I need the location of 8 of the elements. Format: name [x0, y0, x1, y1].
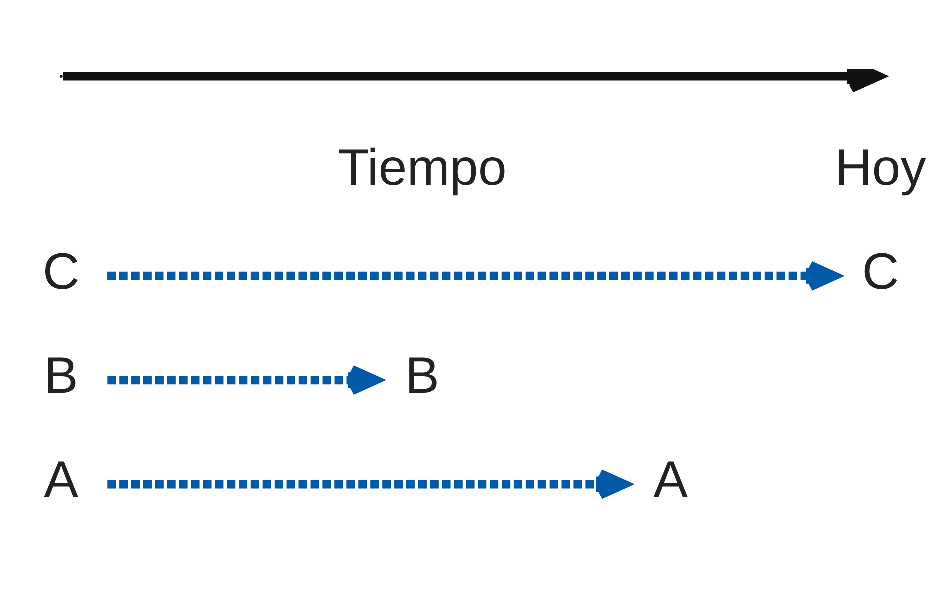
node-text: A — [44, 451, 78, 508]
node-text: C — [862, 242, 900, 300]
label: Tiempo — [338, 138, 507, 196]
node-text: B — [44, 347, 78, 404]
node-text: B — [405, 347, 440, 404]
node-text: C — [42, 242, 80, 300]
node-text: A — [654, 451, 688, 508]
label: Hoy — [835, 138, 926, 196]
